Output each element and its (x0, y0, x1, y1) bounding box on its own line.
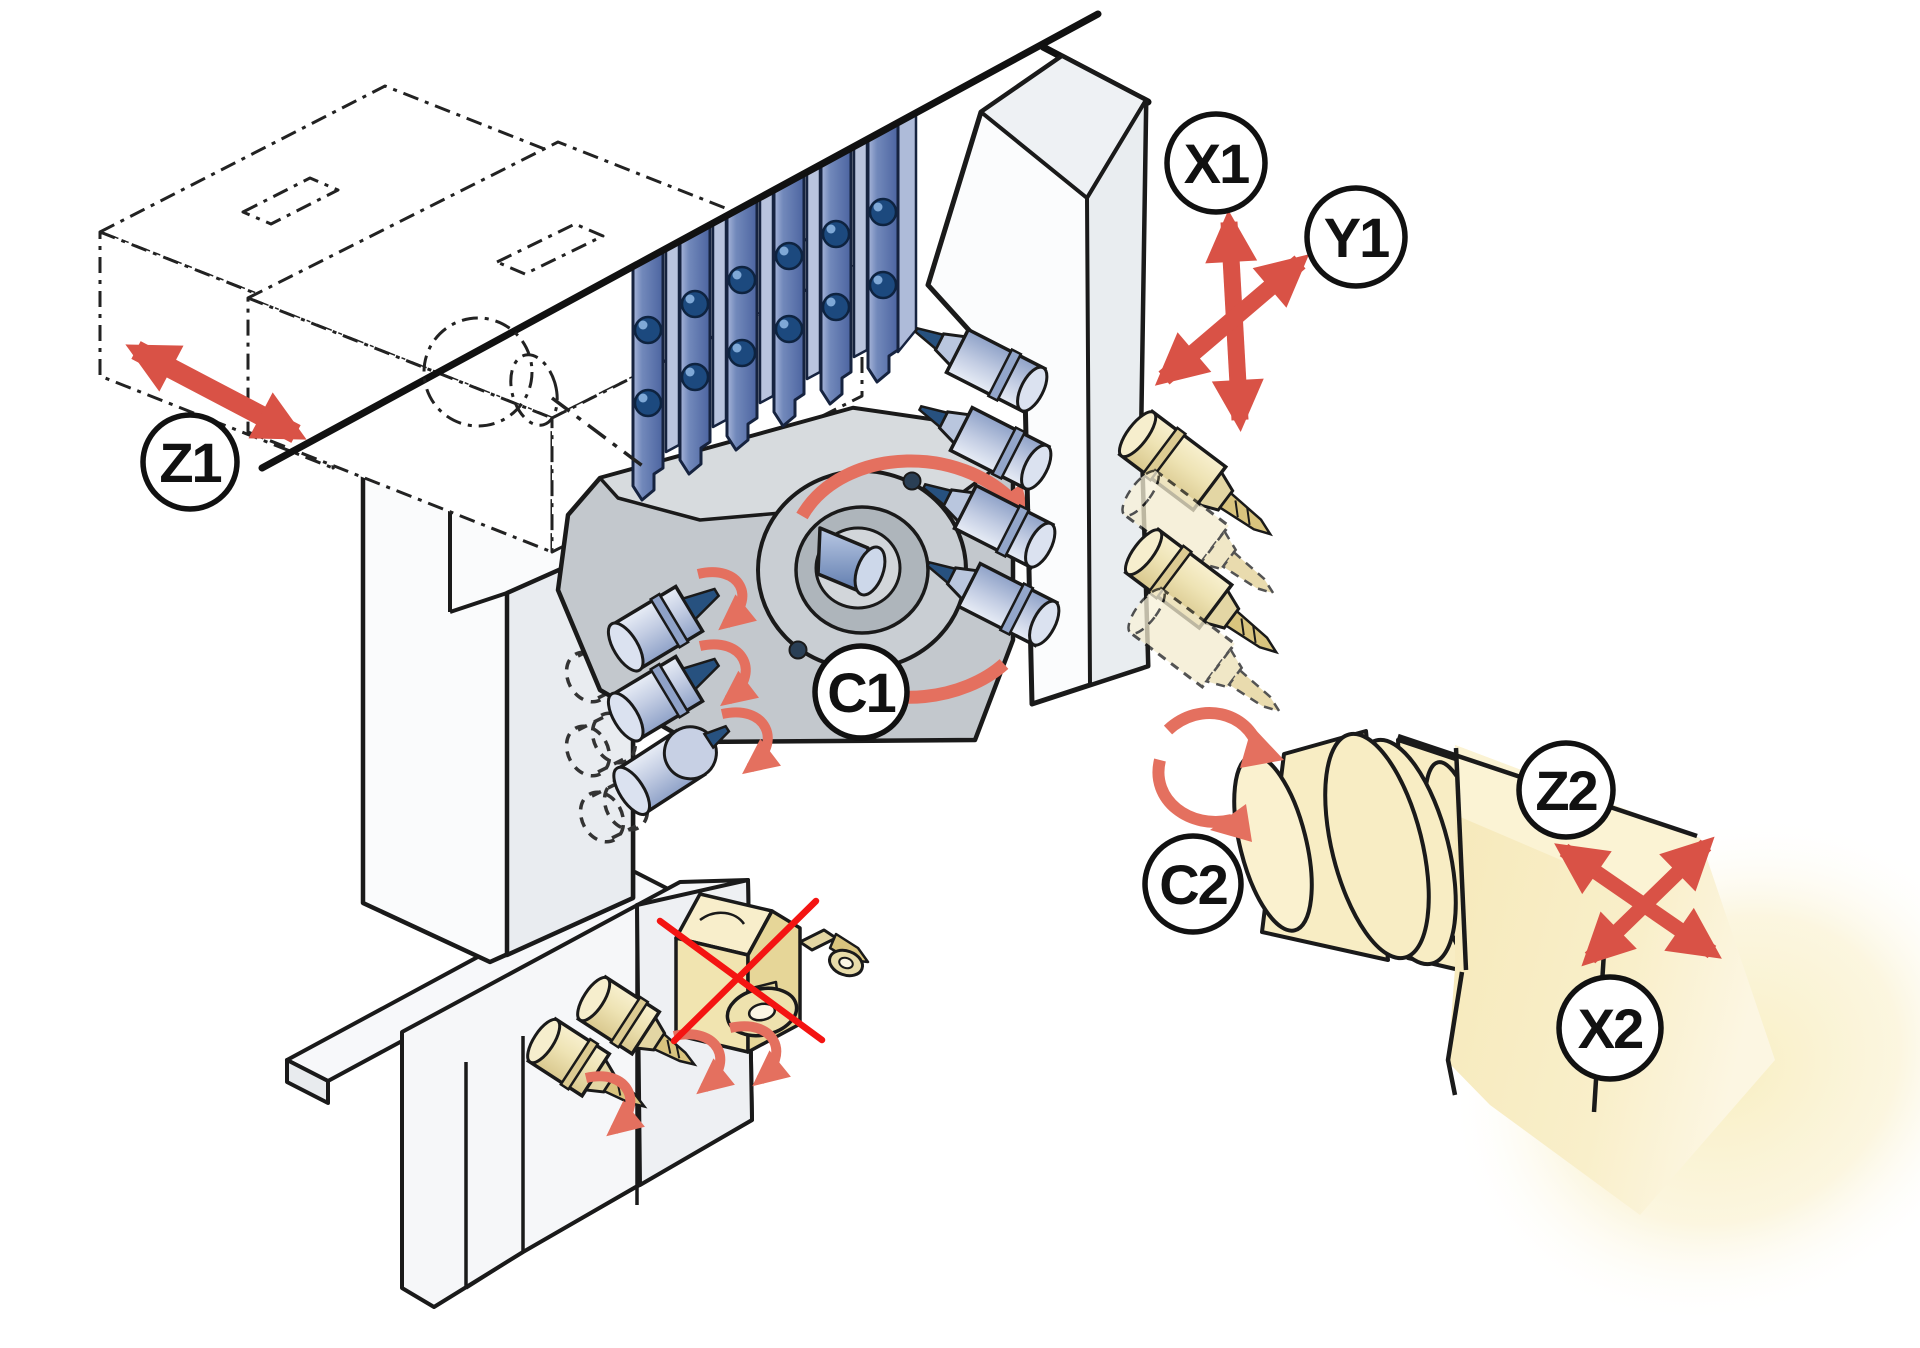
drill-tip (921, 482, 954, 507)
workpiece-stub (816, 526, 887, 597)
c2-axis-label: C2 (1142, 833, 1244, 935)
sub-drilling-tools (1117, 408, 1283, 714)
twist-drill (1227, 668, 1283, 714)
twist-drill (652, 1032, 698, 1067)
c1-axis-label: C1 (812, 643, 910, 741)
turning-tool (725, 197, 759, 452)
base-rail-front (285, 1058, 330, 1105)
front-drilling-tools (913, 326, 1061, 648)
turning-tool (772, 172, 806, 428)
z2-axis-label: Z2 (1516, 740, 1616, 840)
gang-tool-post (631, 111, 918, 502)
z2-label-circle (1516, 740, 1616, 840)
live-tool-rotation-arrows (696, 567, 781, 775)
twist-drill (1224, 609, 1280, 655)
headstock-clamp-rail (241, 176, 340, 226)
c2-label-text: C2 (1159, 853, 1227, 916)
turning-tool (819, 146, 853, 406)
drill-tip (917, 404, 950, 429)
post-right-face (1085, 98, 1150, 687)
c1-label-text: C1 (827, 661, 895, 724)
turning-tool (678, 222, 712, 476)
headstock-clamp-rail (495, 222, 605, 276)
z1-axis-label: Z1 (140, 412, 240, 512)
c2-label-circle (1142, 833, 1244, 935)
cross-out-mark (656, 897, 826, 1045)
drill-tip (925, 560, 958, 585)
x2-axis-arrow (1581, 836, 1715, 967)
y1-axis-arrow (1154, 254, 1310, 386)
y1-axis-label: Y1 (1304, 185, 1408, 289)
back-tool-rotation-arrows (584, 1021, 791, 1137)
axis-arrows (125, 210, 1722, 967)
axis-labels: Z1 X1 Y1 C1 C2 Z2 X2 (140, 111, 1664, 1082)
spindle-centerline (550, 396, 650, 472)
twist-drill (1218, 491, 1274, 537)
c2-rotation-arrow (1152, 707, 1284, 842)
drill-tip (702, 724, 731, 750)
z1-axis-arrow (125, 341, 307, 443)
x1-label-text: X1 (1184, 132, 1249, 195)
cross-live-tools (606, 584, 731, 817)
z1-label-text: Z1 (159, 431, 221, 494)
z1-label-circle (140, 412, 240, 512)
boss-bolt (902, 471, 922, 491)
x1-axis-label: X1 (1164, 111, 1268, 215)
x1-label-circle (1164, 111, 1268, 215)
drill-tip (913, 326, 946, 351)
x2-label-circle (1556, 974, 1664, 1082)
subspindle-flange (1323, 731, 1431, 961)
angular-tool-unit (674, 892, 870, 1054)
z2-label-text: Z2 (1535, 759, 1596, 822)
turning-tools (631, 121, 900, 502)
twist-drill (1221, 550, 1277, 596)
boss-bolt (788, 640, 808, 660)
y1-label-circle (1304, 185, 1408, 289)
x2-label-text: X2 (1578, 997, 1643, 1060)
c1-label-circle (812, 643, 910, 741)
x2-axis-label: X2 (1556, 974, 1664, 1082)
turning-tool (866, 121, 900, 384)
turning-tool (631, 248, 665, 502)
y1-label-text: Y1 (1324, 206, 1389, 269)
drill-tip (681, 657, 721, 692)
spindle-cylinder-phantom (422, 316, 650, 472)
